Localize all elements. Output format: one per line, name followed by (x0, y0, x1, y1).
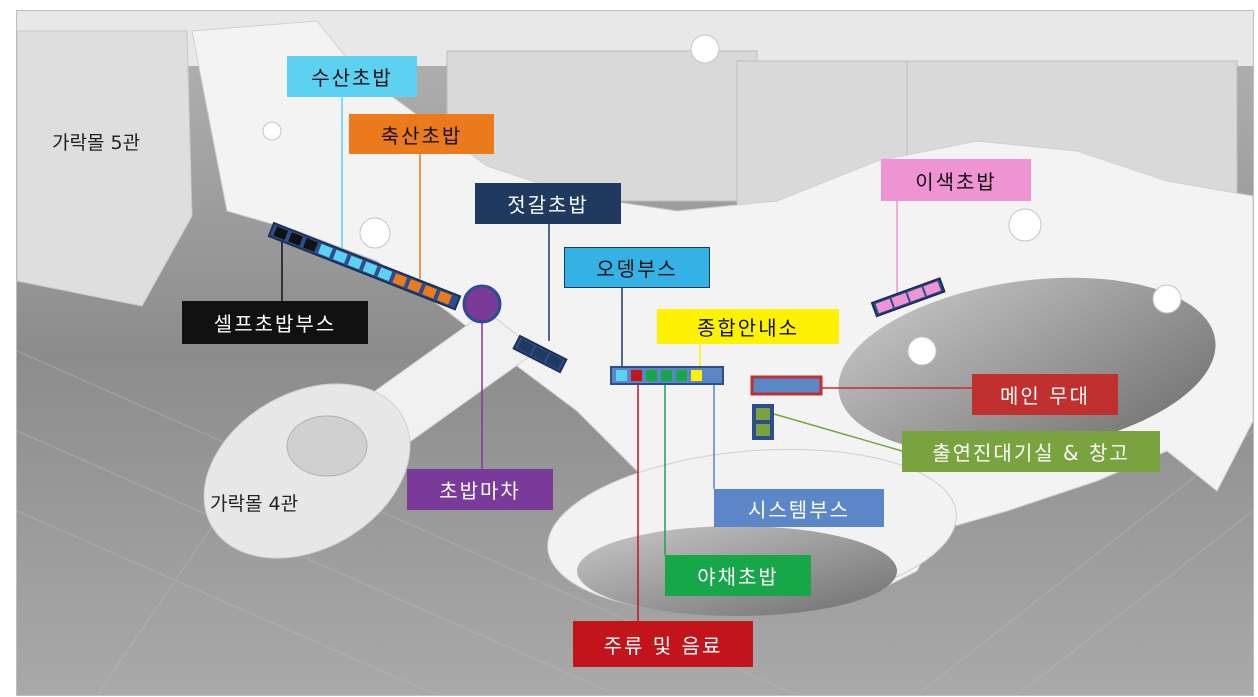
sushi-cart-marker (462, 284, 502, 324)
label-odeng-booth: 오뎅부스 (564, 247, 710, 288)
label-jeotgal-chobap: 젓갈초밥 (475, 183, 621, 224)
label-self-chobap-booth: 셀프초밥부스 (182, 301, 368, 344)
main-stage (750, 375, 823, 396)
line-waiting (773, 413, 903, 452)
label-main-stage: 메인 무대 (972, 374, 1118, 415)
booth-strip-main (267, 221, 462, 311)
venue-map: 가락몰 5관 가락몰 4관 수산초밥 축산초밥 젓갈초밥 오뎅부스 종합안내소 … (16, 10, 1254, 696)
connector-lines (281, 97, 972, 621)
floor-plan (17, 11, 1253, 695)
label-isaek-chobap: 이색초밥 (881, 159, 1031, 201)
booth-strip-center (610, 366, 724, 385)
building-5 (17, 30, 193, 307)
booth-jeotgal (512, 334, 568, 374)
label-susan-chobap: 수산초밥 (287, 56, 417, 97)
building-4-core (286, 415, 368, 477)
label-info-desk: 종합안내소 (657, 309, 839, 344)
label-yachae-chobap: 야채초밥 (665, 555, 811, 596)
label-liquor-beverage: 주류 및 음료 (573, 621, 753, 667)
atrium-opening-right (838, 277, 1216, 455)
label-chuksan-chobap: 축산초밥 (349, 114, 494, 154)
booth-isaek (870, 277, 946, 318)
building-5-label: 가락몰 5관 (52, 132, 141, 154)
label-waiting-room-storage: 출연진대기실 & 창고 (902, 431, 1160, 472)
label-chobap-macha: 초밥마차 (407, 469, 553, 510)
building-4-label: 가락몰 4관 (210, 493, 299, 515)
ceiling-lights (262, 34, 1182, 366)
label-system-booth: 시스템부스 (714, 489, 884, 527)
